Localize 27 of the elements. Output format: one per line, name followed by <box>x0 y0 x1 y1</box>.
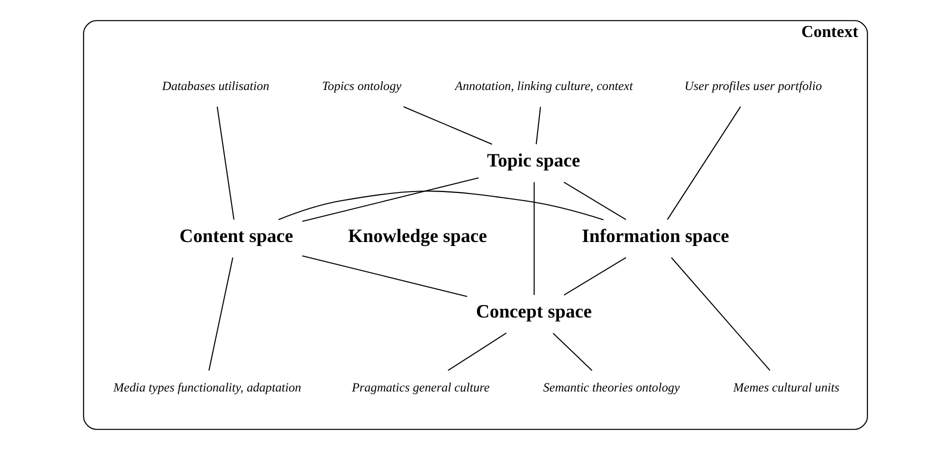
connector <box>302 177 478 222</box>
node-text: Databases utilisation <box>162 78 269 93</box>
node-text: Annotation, linking culture, context <box>454 78 632 93</box>
node-text: Topic space <box>486 150 580 172</box>
connector <box>670 257 770 371</box>
connector <box>563 257 626 296</box>
node-text: Media types functionality, adaptation <box>112 380 301 395</box>
connector <box>447 332 506 371</box>
connector <box>402 106 492 145</box>
connector <box>278 190 604 220</box>
connector <box>208 258 233 371</box>
connector <box>563 182 626 220</box>
node-text: Semantic theories ontology <box>542 380 680 395</box>
connector <box>535 106 541 144</box>
node-text: Pragmatics general culture <box>351 380 490 395</box>
node-text: Concept space <box>476 302 592 323</box>
node-text: Topics ontology <box>321 78 401 93</box>
node-text: Memes cultural units <box>732 380 839 395</box>
connector <box>302 255 467 297</box>
connector <box>216 106 234 220</box>
connector <box>666 106 740 220</box>
connector <box>533 182 534 295</box>
label: Knowledge space <box>348 226 487 248</box>
node-text: Content space <box>178 226 293 248</box>
connector <box>552 332 592 371</box>
node-text: Information space <box>581 226 729 248</box>
node-text: User profiles user portfolio <box>684 78 822 93</box>
